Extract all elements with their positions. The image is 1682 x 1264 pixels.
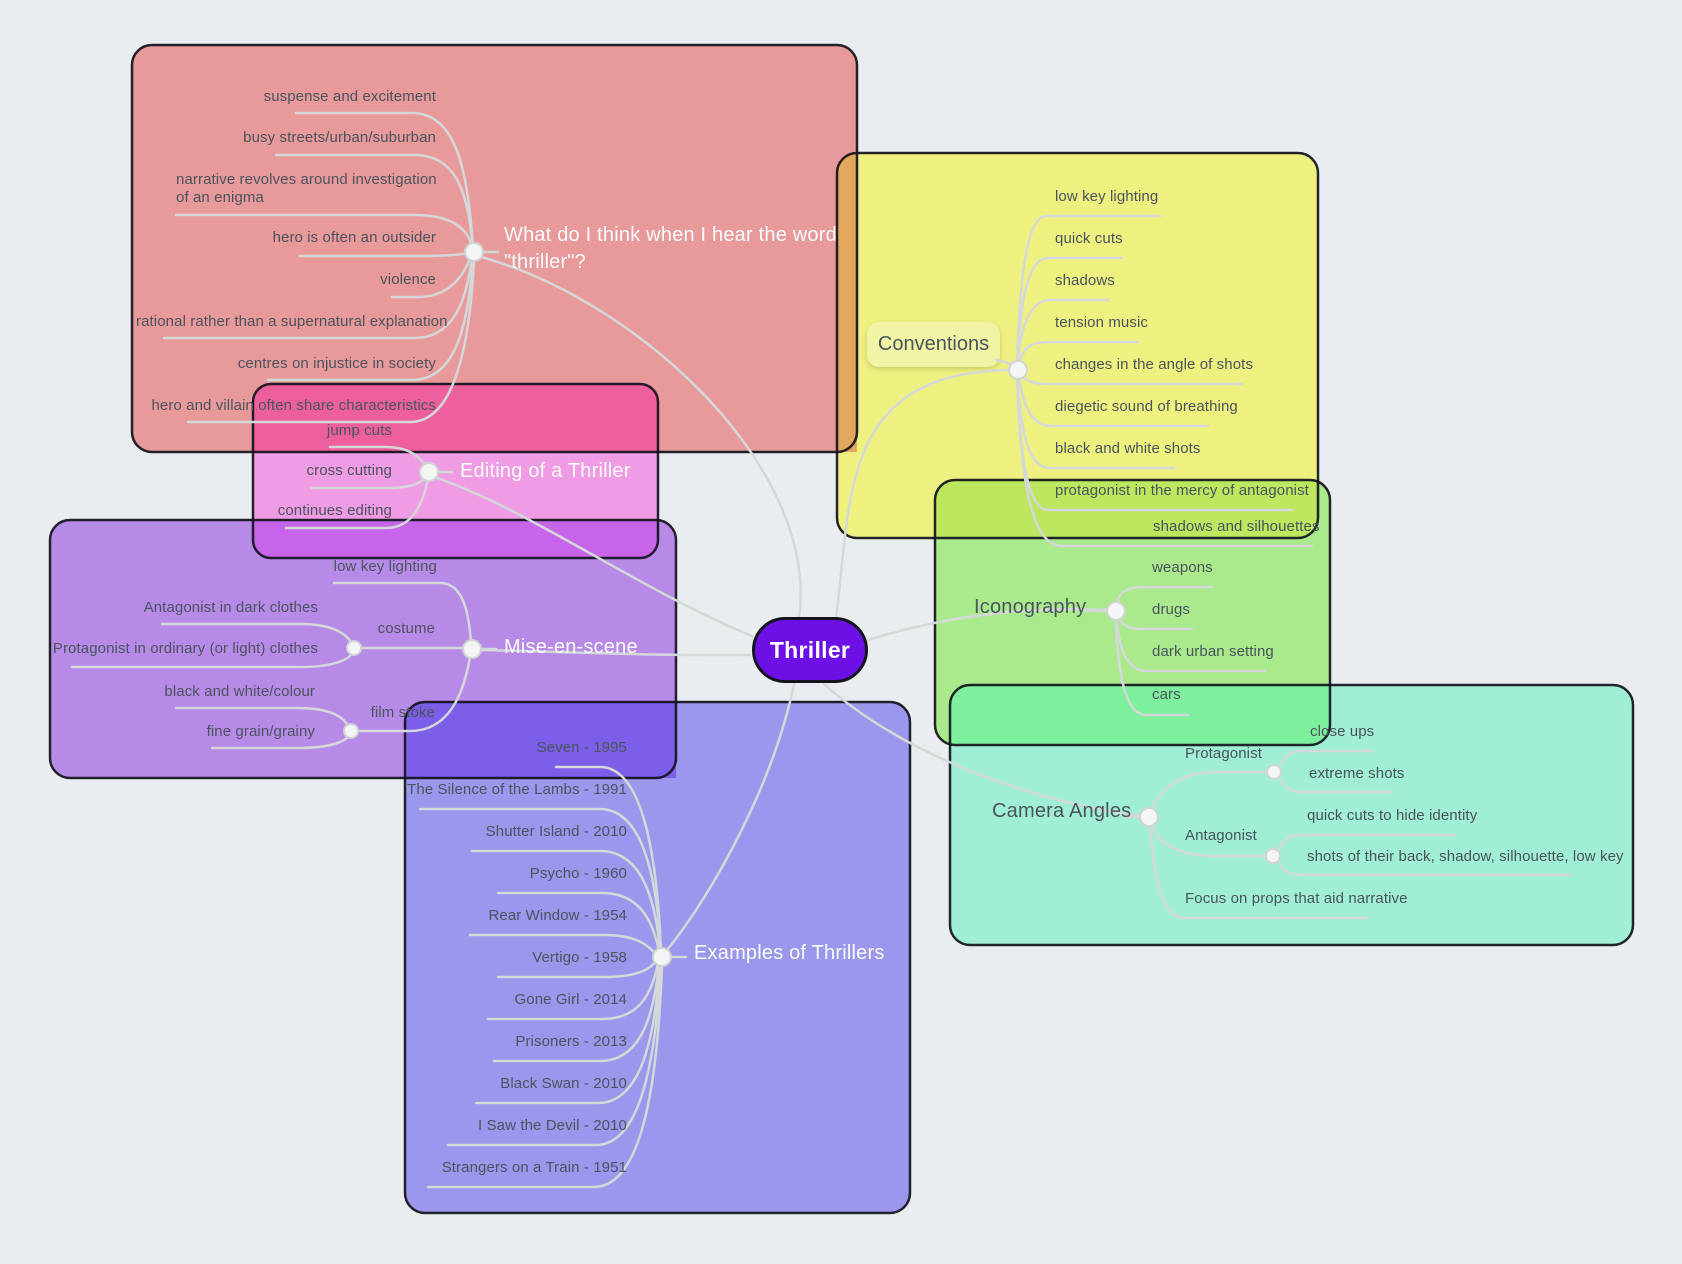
node-label[interactable]: weapons [1152,559,1213,576]
node-label[interactable]: shots of their back, shadow, silhouette,… [1307,848,1624,865]
conventions-node-pill[interactable]: Conventions [867,322,1000,367]
group-label[interactable]: Antagonist [1185,827,1257,844]
node-label[interactable]: Psycho - 1960 [529,865,627,882]
node-label[interactable]: The Silence of the Lambs - 1991 [407,781,627,798]
node-label[interactable]: Shutter Island - 2010 [485,823,627,840]
node-label[interactable]: cross cutting [306,462,392,479]
node-label[interactable]: Rear Window - 1954 [488,907,627,924]
overlap-conventions-thoughts [837,153,857,452]
node-label[interactable]: Vertigo - 1958 [532,949,627,966]
node-label[interactable]: Seven - 1995 [536,739,627,756]
node-label[interactable]: Focus on props that aid narrative [1185,890,1408,907]
overlap-mise-editing [253,520,658,558]
examples-title[interactable]: Examples of Thrillers [694,942,885,964]
node-label[interactable]: narrative revolves around investigation … [176,171,437,206]
node-label[interactable]: black and white shots [1055,440,1201,457]
overlap-editing-thoughts [253,384,658,452]
node-label[interactable]: hero is often an outsider [272,229,436,246]
root-node-thriller[interactable]: Thriller [752,617,868,683]
mise-title[interactable]: Mise-en-scene [504,636,638,658]
node-label[interactable]: hero and villain often share characteris… [151,397,436,414]
node-label[interactable]: protagonist in the mercy of antagonist [1055,482,1309,499]
node-label[interactable]: low key lighting [1055,188,1159,205]
thoughts-title[interactable]: What do I think when I hear the word "th… [504,224,837,273]
node-label[interactable]: quick cuts to hide identity [1307,807,1478,824]
node-label[interactable]: tension music [1055,314,1149,331]
node-label[interactable]: cars [1152,686,1181,703]
node-label[interactable]: Gone Girl - 2014 [514,991,627,1008]
node-label[interactable]: quick cuts [1055,230,1123,247]
group-label[interactable]: film stoke [370,704,435,721]
camera-title[interactable]: Camera Angles [992,800,1132,822]
node-label[interactable]: changes in the angle of shots [1055,356,1254,373]
node-label[interactable]: violence [380,271,436,288]
root-label: Thriller [769,637,851,663]
node-label[interactable]: continues editing [277,502,392,519]
node-label[interactable]: low key lighting [333,558,437,575]
node-label[interactable]: fine grain/grainy [206,723,315,740]
node-label[interactable]: extreme shots [1309,765,1405,782]
node-label[interactable]: suspense and excitement [263,88,436,105]
iconography-title[interactable]: Iconography [974,596,1087,618]
node-label[interactable]: I Saw the Devil - 2010 [478,1117,627,1134]
node-label[interactable]: black and white/colour [164,683,315,700]
node-label[interactable]: dark urban setting [1152,643,1274,660]
group-label[interactable]: costume [377,620,435,637]
node-label[interactable]: jump cuts [326,422,392,439]
node-label[interactable]: shadows and silhouettes [1153,518,1320,535]
node-label[interactable]: busy streets/urban/suburban [243,129,436,146]
group-label[interactable]: Protagonist [1185,745,1262,762]
node-label[interactable]: Protagonist in ordinary (or light) cloth… [52,640,318,657]
node-label[interactable]: close ups [1310,723,1375,740]
node-label[interactable]: Strangers on a Train - 1951 [441,1159,627,1176]
node-label[interactable]: diegetic sound of breathing [1055,398,1238,415]
conventions-title: Conventions [877,333,990,355]
overlap-camera-iconography [950,685,1330,745]
node-label[interactable]: Prisoners - 2013 [515,1033,627,1050]
node-label[interactable]: rational rather than a supernatural expl… [136,313,448,330]
editing-title[interactable]: Editing of a Thriller [460,460,631,482]
node-label[interactable]: Antagonist in dark clothes [143,599,318,616]
node-label[interactable]: drugs [1152,601,1191,618]
node-label[interactable]: Black Swan - 2010 [500,1075,627,1092]
node-label[interactable]: centres on injustice in society [237,355,436,372]
node-label[interactable]: shadows [1055,272,1115,289]
